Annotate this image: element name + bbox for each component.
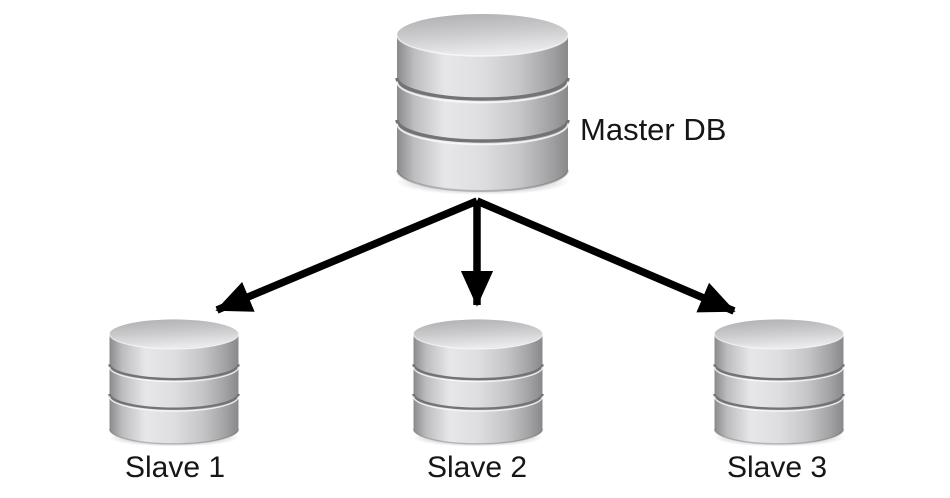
slave-1-label: Slave 1	[124, 451, 226, 484]
arrow-master-to-slave-3	[475, 197, 736, 315]
database-cylinder-icon	[713, 318, 845, 453]
slave-2-label: Slave 2	[426, 451, 528, 484]
slave-3-label: Slave 3	[726, 451, 828, 484]
database-cylinder-icon	[395, 12, 570, 204]
database-cylinder-icon	[412, 318, 544, 453]
database-cylinder-icon	[108, 318, 240, 453]
arrow-master-to-slave-1	[215, 197, 479, 314]
master-db-label: Master DB	[580, 112, 727, 147]
